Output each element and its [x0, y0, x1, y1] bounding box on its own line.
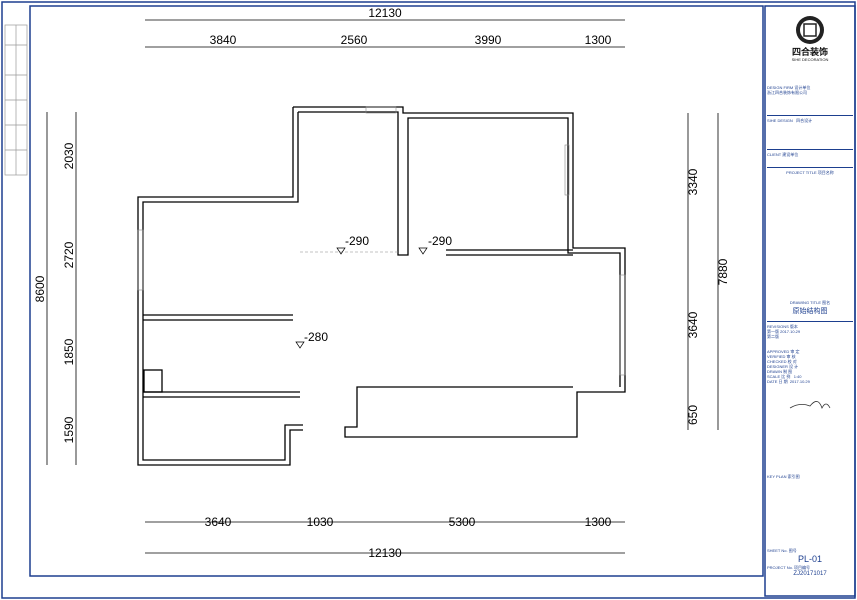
firm-name: 浙江四合装饰有限公司 — [767, 90, 807, 95]
dim-bottom: 1300 — [585, 515, 612, 529]
dim-left: 1850 — [62, 338, 76, 365]
verified: VERIFIED 审 核 — [767, 354, 796, 359]
revision-1: 第一版 2017.10.29 — [767, 329, 801, 334]
dim-bottom-total: 12130 — [368, 546, 402, 560]
dim-right: 3340 — [686, 168, 700, 195]
dim-top: 1300 — [585, 33, 612, 47]
dim-left: 2720 — [62, 241, 76, 268]
dim-bottom: 5300 — [449, 515, 476, 529]
revision-2: 第二版 — [767, 334, 779, 339]
drawing-title: 原始结构图 — [792, 308, 828, 315]
dim-top: 2560 — [341, 33, 368, 47]
dim-right: 650 — [686, 405, 700, 425]
designer: DESIGNER 设 计 — [767, 364, 799, 369]
key-plan-label: KEY PLAN 索引图 — [767, 474, 800, 479]
checked: CHECKED 校 对 — [767, 359, 797, 364]
dim-left-total: 8600 — [33, 275, 47, 302]
client-label: CLIENT 建设单位 — [767, 152, 799, 157]
approved: APPROVED 审 定 — [767, 349, 800, 354]
date: DATE 日 期 2017.10.29 — [767, 379, 810, 384]
project-no: ZJ20171017 — [793, 571, 827, 577]
drawing-title-label: DRAWING TITLE 图名 — [789, 300, 831, 305]
dim-bottom: 1030 — [307, 515, 334, 529]
brand-name: 四合装饰 — [791, 47, 828, 57]
dim-right: 3640 — [686, 311, 700, 338]
signature — [789, 401, 831, 410]
level-mark: -290 — [345, 234, 369, 248]
title-block-frame — [764, 5, 856, 597]
level-triangles — [295, 247, 428, 349]
project-no-label: PROJECT No. 项目编号 — [767, 565, 811, 570]
walls — [137, 106, 626, 466]
dim-top: 3840 — [210, 33, 237, 47]
dim-top: 3990 — [475, 33, 502, 47]
scale: SCALE 比 例 1:40 — [767, 374, 802, 379]
drawing-frame — [29, 5, 764, 577]
logo-icon — [796, 16, 824, 44]
dim-bottom: 3640 — [205, 515, 232, 529]
dimension-lines — [46, 19, 719, 554]
project-title-label: PROJECT TITLE 项目名称 — [786, 170, 834, 175]
windows — [137, 106, 626, 376]
sheet-no-label: SHEET No. 图号 — [767, 548, 797, 553]
design-firm-label: DESIGN FIRM 设计单位 — [767, 85, 811, 90]
dim-left: 2030 — [62, 142, 76, 169]
sheet-number: PL-01 — [797, 554, 823, 564]
dim-top-total: 12130 — [368, 6, 402, 20]
site-design: SIHE DESIGN 四合设计 — [767, 118, 813, 123]
dim-left: 1590 — [62, 416, 76, 443]
level-mark: -280 — [304, 330, 328, 344]
level-mark: -290 — [428, 234, 452, 248]
brand-en: SIHE DECORATION — [791, 57, 829, 62]
drawn: DRAWN 制 图 — [767, 369, 793, 374]
dim-right-total: 7880 — [716, 258, 730, 285]
revisions-label: REVISIONS 版本 — [767, 324, 798, 329]
left-strip — [4, 24, 28, 176]
